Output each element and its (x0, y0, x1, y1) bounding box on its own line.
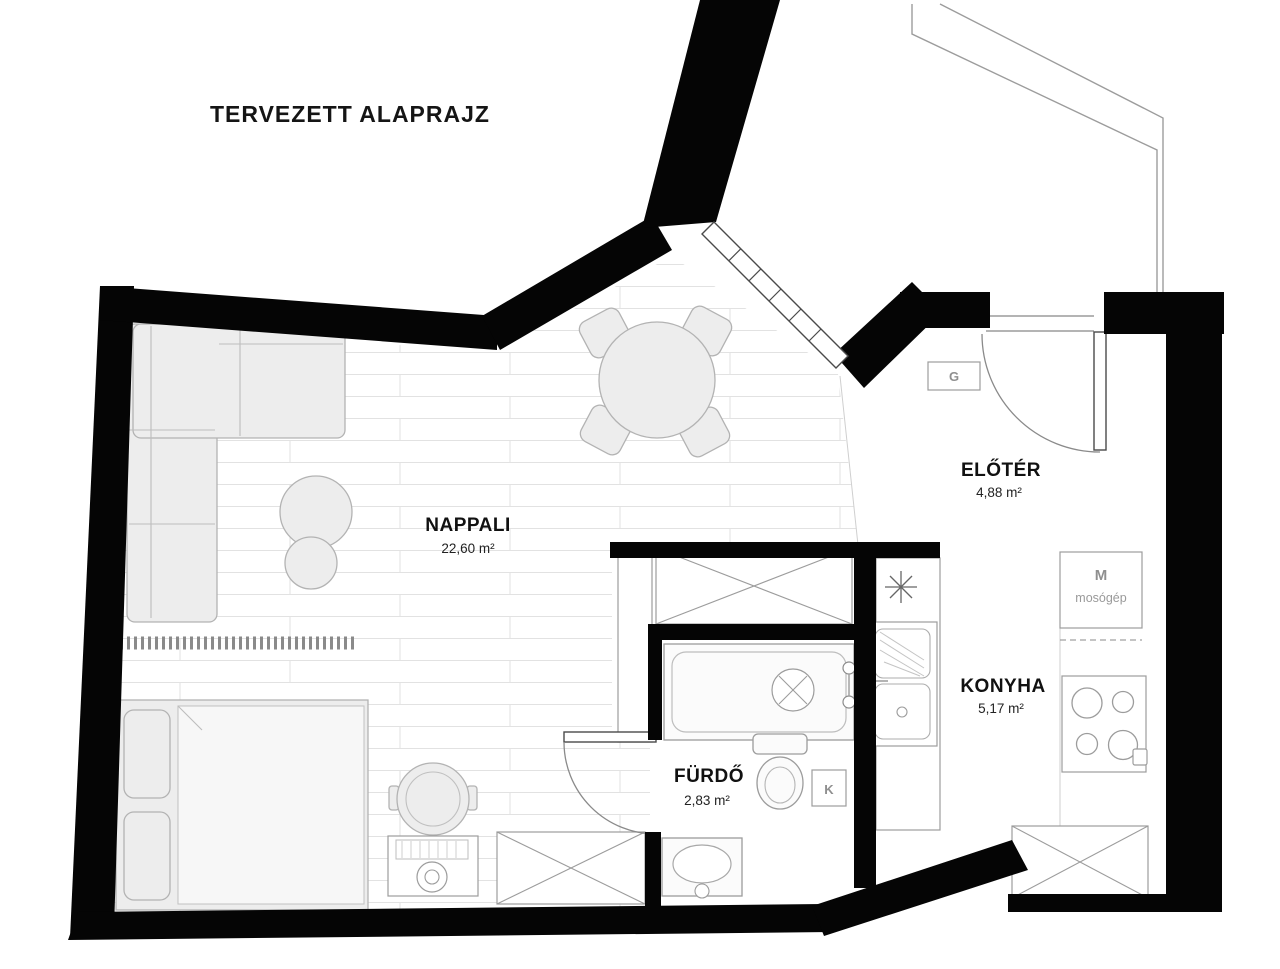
plant-pot (388, 762, 478, 836)
toilet (752, 733, 808, 810)
side-tables (279, 475, 353, 590)
room-label-konyha: KONYHA (960, 676, 1045, 697)
hall-entry-door (981, 315, 1107, 453)
exterior-wall-bottom (68, 904, 832, 940)
desk-unit (387, 835, 479, 897)
pillow (123, 709, 171, 799)
kitchen-sink (868, 621, 938, 747)
washing-machine-initial: M (1095, 567, 1108, 584)
exterior-wall-top (100, 286, 497, 350)
exterior-boundary-lines (911, 3, 1164, 292)
room-area-eloter: 4,88 m² (976, 485, 1022, 500)
room-area-konyha: 5,17 m² (978, 701, 1024, 716)
room-area-nappali: 22,60 m² (441, 541, 495, 556)
room-label-eloter: ELŐTÉR (961, 459, 1041, 481)
dining-set (578, 305, 733, 458)
stove-cooktop (1061, 675, 1148, 773)
pillow (123, 811, 171, 901)
bathtub (663, 643, 855, 741)
interior-wall-bath-kitchen (854, 542, 876, 888)
interior-wall-bathroom (648, 624, 856, 640)
slim-cabinet (617, 547, 653, 743)
gas-meter-box (927, 361, 981, 391)
entrance-wall-upper (642, 0, 780, 228)
washbasin (661, 837, 743, 899)
bed (115, 699, 369, 911)
dining-table (598, 321, 716, 439)
washing-machine (1059, 551, 1143, 641)
exterior-wall-diagonal (482, 216, 672, 350)
storage-cabinet (496, 831, 646, 905)
room-label-nappali: NAPPALI (425, 515, 510, 536)
walls (68, 0, 1224, 940)
plan-title: TERVEZETT ALAPRAJZ (210, 101, 490, 127)
exterior-wall-left (70, 286, 134, 938)
exterior-wall-right (1166, 292, 1222, 912)
symbol-light (885, 571, 917, 603)
interior-wall-bath-top (610, 542, 940, 558)
exterior-wall-bottom-diagonal (812, 840, 1028, 936)
gas-meter-label: G (949, 369, 959, 384)
kitchen-bottom-cabinet (1011, 825, 1149, 899)
room-label-furdo: FÜRDŐ (674, 765, 744, 787)
hall-wall-top (900, 292, 990, 328)
main-entrance-door (701, 221, 849, 369)
room-area-furdo: 2,83 m² (684, 793, 730, 808)
interior-wall-bath-left (648, 624, 662, 740)
wardrobe-closet (617, 547, 853, 743)
boiler-label: K (824, 782, 834, 797)
floor-edge-line (839, 375, 859, 546)
sofa (126, 323, 346, 623)
interior-wall-bath-left-lower (645, 832, 661, 910)
exterior-wall-bottom-right (1008, 894, 1168, 912)
boiler-box (811, 769, 847, 807)
washing-machine-label: mosógép (1075, 591, 1126, 605)
